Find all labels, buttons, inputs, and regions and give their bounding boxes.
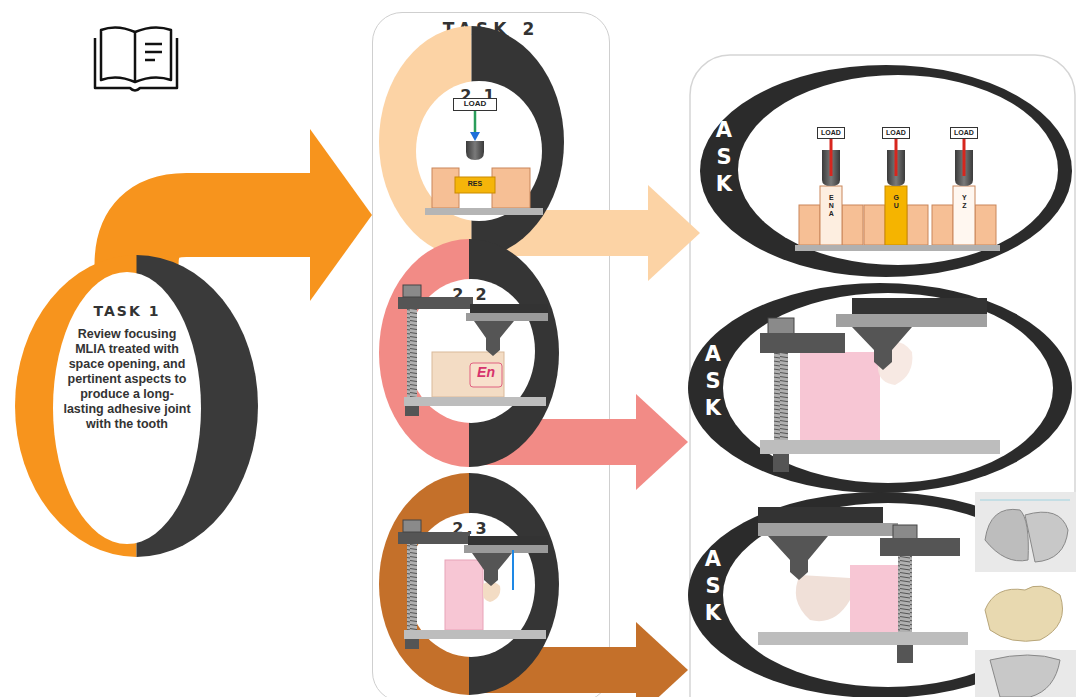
arrow-head	[636, 394, 688, 490]
task-circle: TASK 1 Review focusing MLIA treated with …	[15, 255, 258, 557]
book-line	[145, 43, 162, 46]
inner-disc	[723, 503, 1053, 687]
render-axis	[980, 500, 1070, 501]
inner-disc	[407, 513, 535, 657]
task-oval: TASK 3	[700, 65, 1072, 277]
subtask-circle: 2.3	[379, 473, 559, 695]
node-outline	[379, 26, 564, 258]
task-panel: TASK 22.12.22.3	[372, 12, 610, 697]
book-line	[145, 51, 162, 54]
node-title: 2.2	[431, 285, 511, 304]
inner-disc	[738, 75, 1058, 265]
node-title: TASK 3	[712, 91, 736, 253]
book-line	[145, 59, 155, 62]
book-icon	[95, 27, 177, 90]
book-pages	[101, 27, 171, 82]
arrow-head	[310, 129, 372, 301]
oval-frame	[688, 283, 1072, 493]
node-title: 2.1	[439, 86, 519, 105]
node-title: TASK 5	[701, 520, 725, 682]
subtask-circle: 2.1	[379, 26, 564, 258]
node-body: Review focusing MLIA treated with space …	[62, 327, 192, 432]
node-outline	[379, 239, 559, 467]
node-outline	[688, 492, 1072, 697]
node-outline	[700, 65, 1072, 277]
inner-disc	[416, 81, 542, 221]
node-title: TASK 1	[55, 303, 199, 319]
inner-disc	[53, 272, 201, 544]
oval-frame	[688, 492, 1072, 697]
arrow-head	[636, 622, 688, 697]
node-title: 2.3	[431, 519, 511, 538]
node-title: TASK 4	[701, 315, 725, 477]
oval-frame	[700, 65, 1072, 277]
node-outline	[688, 283, 1072, 493]
task-oval: TASK 5	[688, 492, 1072, 697]
book-spine	[134, 32, 137, 82]
arrow-head	[648, 185, 700, 281]
node-outline	[379, 473, 559, 695]
book-cover	[95, 38, 177, 91]
inner-disc	[723, 293, 1053, 483]
subtask-circle: 2.2	[379, 239, 559, 467]
task-panel	[690, 55, 1075, 697]
task-oval: TASK 4	[688, 283, 1072, 493]
inner-disc	[407, 279, 535, 423]
